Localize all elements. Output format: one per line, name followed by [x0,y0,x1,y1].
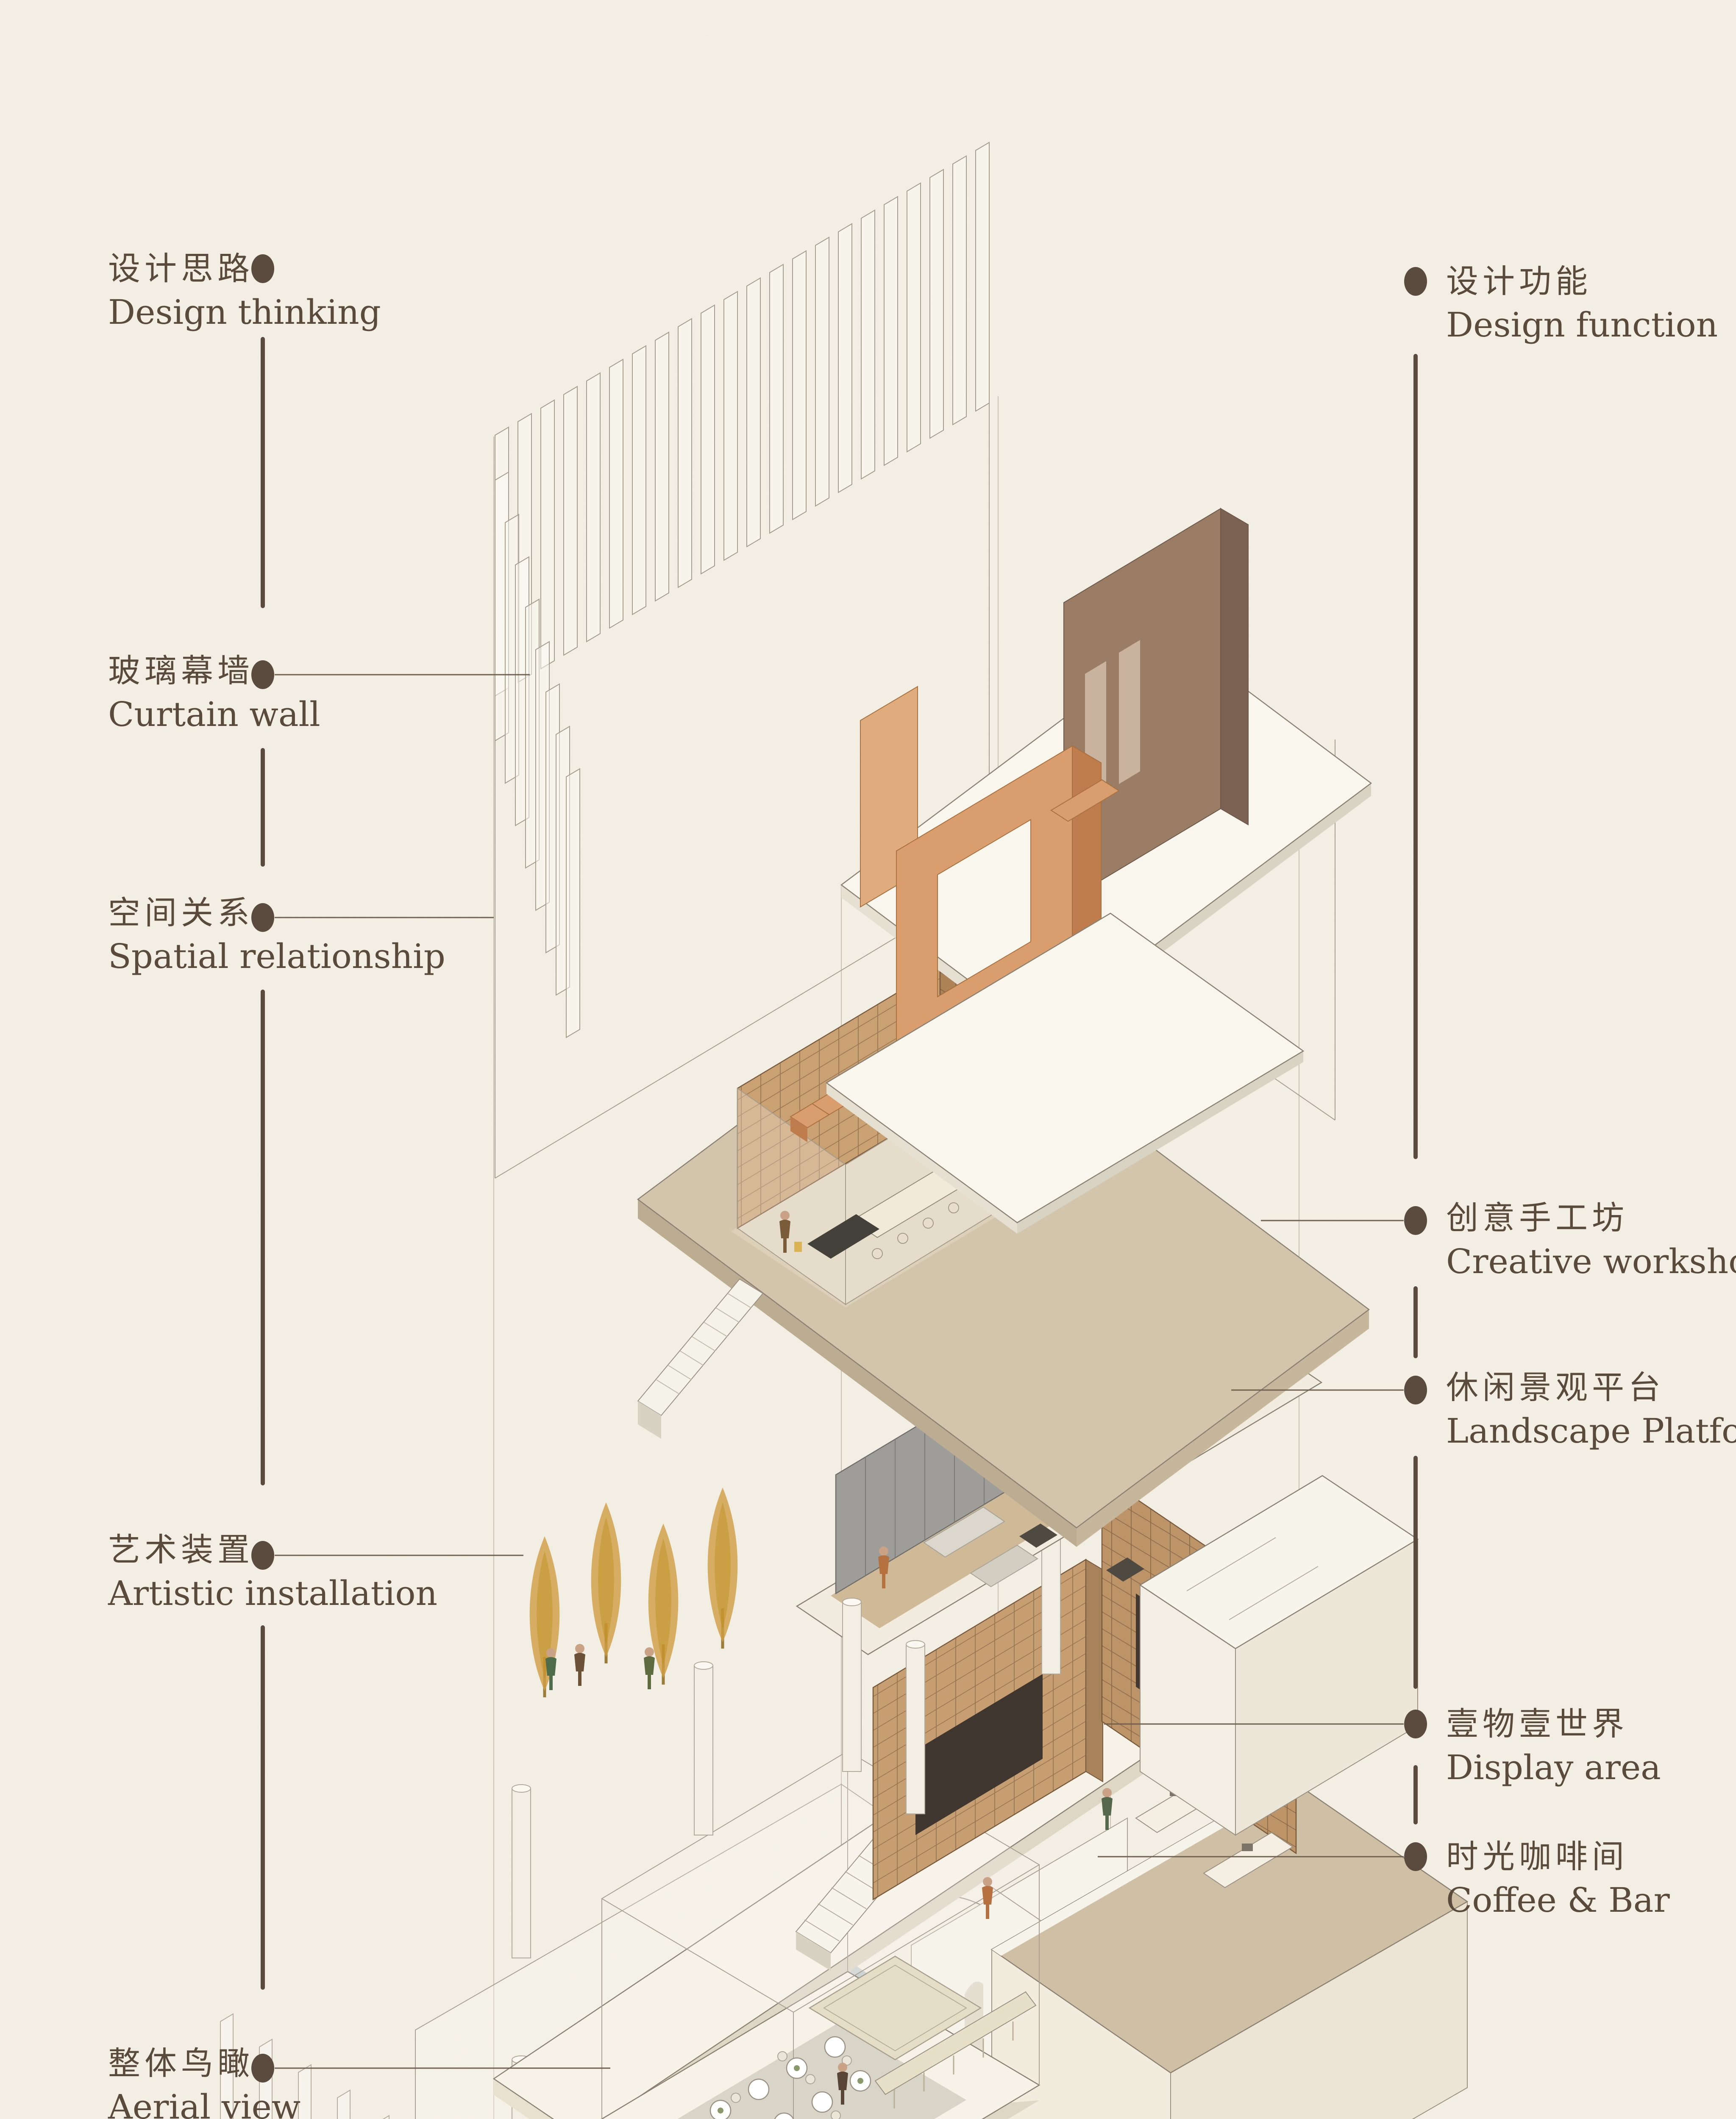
callout-en: Coffee & Bar [1446,1883,1670,1917]
callout-zh: 玻璃幕墙 [108,655,320,687]
callout-zh: 创意手工坊 [1446,1202,1736,1235]
callout-aerial-view: 整体鸟瞰 Aerial view [108,2048,300,2119]
callout-coffee-bar: 时光咖啡间 Coffee & Bar [1446,1841,1670,1917]
callout-en: Display area [1446,1751,1661,1785]
callout-en: Landscape Platform [1446,1414,1736,1448]
callout-en: Spatial relationship [108,940,445,973]
callout-zh: 设计思路 [108,253,381,285]
callout-zh: 艺术装置 [108,1534,437,1566]
callout-artistic-installation: 艺术装置 Artistic installation [108,1534,437,1610]
callout-en: Artistic installation [108,1577,437,1610]
callout-zh: 设计功能 [1446,266,1718,298]
callout-curtain-wall: 玻璃幕墙 Curtain wall [108,655,320,731]
callout-en: Creative workshop [1446,1245,1736,1279]
callout-en: Aerial view [108,2090,300,2119]
callout-en: Curtain wall [108,698,320,731]
callout-design-thinking: 设计思路 Design thinking [108,253,381,329]
callout-display-area: 壹物壹世界 Display area [1446,1708,1661,1785]
callout-zh: 空间关系 [108,897,445,929]
callout-landscape-platform: 休闲景观平台 Landscape Platform [1446,1372,1736,1448]
callout-zh: 整体鸟瞰 [108,2048,300,2080]
callout-zh: 休闲景观平台 [1446,1372,1736,1404]
callout-zh: 时光咖啡间 [1446,1841,1670,1873]
callout-en: Design thinking [108,295,381,329]
callout-zh: 壹物壹世界 [1446,1708,1661,1741]
callout-creative-workshop: 创意手工坊 Creative workshop [1446,1202,1736,1279]
callout-design-function: 设计功能 Design function [1446,266,1718,342]
callout-en: Design function [1446,308,1718,342]
callout-spatial-relationship: 空间关系 Spatial relationship [108,897,445,973]
